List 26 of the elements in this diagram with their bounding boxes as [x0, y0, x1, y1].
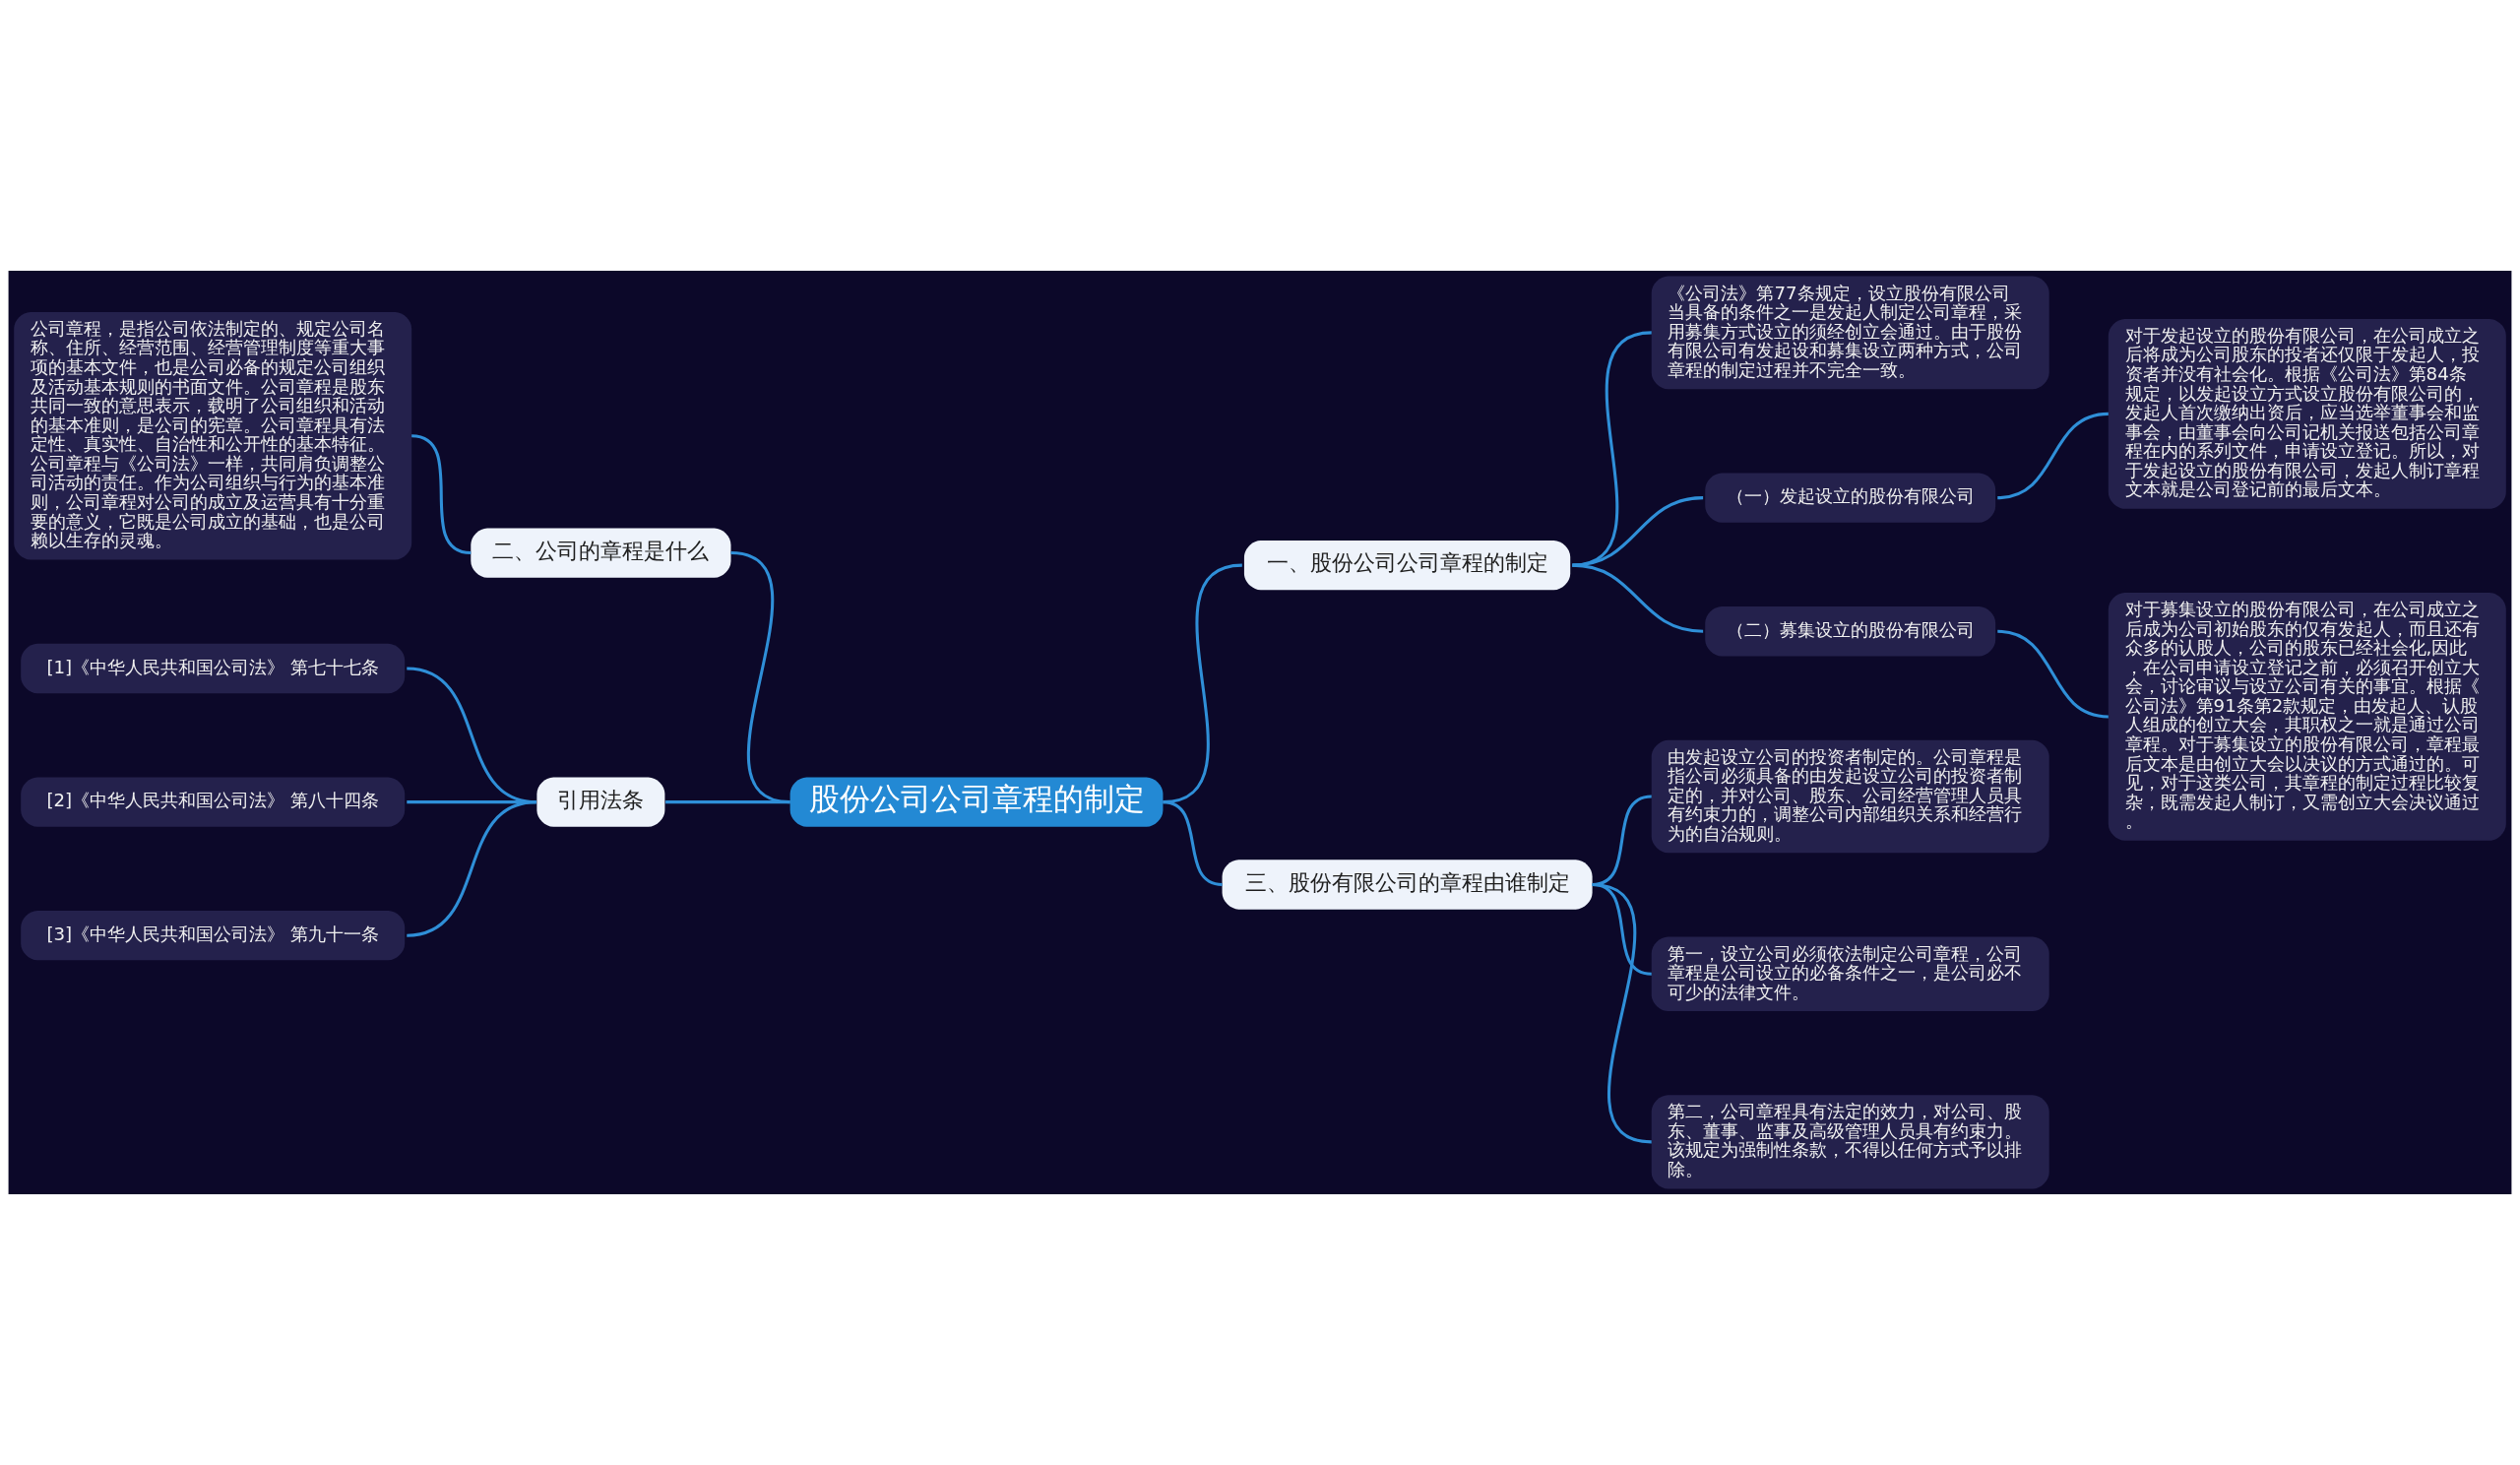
connector	[1592, 882, 1653, 1144]
node-box: 三、股份有限公司的章程由谁制定	[1222, 860, 1593, 910]
node-box: 由发起设立公司的投资者制定的。公司章程是指公司必须具备的由发起设立公司的投资者制定的，并对公司、股东、公司经营管理人员具有约束力的，调整公司内部组织关系和经营行为的自治规则。	[1651, 739, 2049, 854]
connector	[410, 434, 472, 555]
node-box: 第二，公司章程具有法定的效力，对公司、股东、董事、监事及高级管理人员具有约束力。该规定为强制性条款，不得以任何方式予以排除。	[1651, 1095, 2049, 1189]
connector	[1572, 496, 1704, 567]
node-box: 公司章程，是指公司依法制定的、规定公司名称、住所、经营范围、经营管理制度等重大事项的基本文件，也是公司必备的规定公司组织及活动基本规则的书面文件。公司章程是股东共同一致的意思表示，载明了公司组织和活动的基本准则，是公司的宪章。公司章程具有法定性、真实性、自治性和公开性的基本特征。公司章程与《公司法》一样，共同肩负调整公司活动的责任。作为公司组织与行为的基本准则，公司章程对公司的成立及运营具有十分重要的意义，它既是公司成立的基础，也是公司赖以生存的灵魂。	[14, 311, 412, 560]
node-box: 第一，设立公司必须依法制定公司章程，公司章程是公司设立的必备条件之一，是公司必不可少的法律文件。	[1651, 936, 2049, 1012]
node-box: [2]《中华人民共和国公司法》 第八十四条	[21, 777, 406, 827]
connector	[407, 800, 536, 937]
node-box: 股份公司公司章程的制定	[789, 777, 1164, 827]
connector	[1997, 412, 2109, 500]
node-box: 一、股份公司公司章程的制定	[1243, 541, 1571, 591]
node-box: （二）募集设立的股份有限公司	[1705, 606, 1996, 657]
connector	[665, 800, 790, 804]
node-box: 对于发起设立的股份有限公司，在公司成立之后将成为公司股东的投者还仅限于发起人，投资者并没有社会化。根据《公司法》第84条规定，以发起设立方式设立股份有限公司的，发起人首次缴纳出资后，应当选举董事会和监事会，由董事会向公司记机关报送包括公司章程在内的系列文件，申请设立登记。所以，对于发起设立的股份有限公司，发起人制订章程文本就是公司登记前的最后文本。	[2108, 318, 2506, 509]
connector	[1572, 563, 1704, 633]
node-box: 引用法条	[536, 777, 665, 827]
node-box: [3]《中华人民共和国公司法》 第九十一条	[21, 911, 406, 961]
node-box: 《公司法》第77条规定，设立股份有限公司当具备的条件之一是发起人制定公司章程，采用募集方式设立的须经创立会通过。由于股份有限公司有发起设和募集设立两种方式，公司章程的制定过程并不完全一致。	[1651, 276, 2049, 390]
connector	[1997, 629, 2109, 719]
node-box: [1]《中华人民共和国公司法》 第七十七条	[21, 643, 406, 694]
node-box: 二、公司的章程是什么	[471, 528, 731, 578]
connector	[1163, 800, 1223, 886]
node-box: （一）发起设立的股份有限公司	[1705, 473, 1996, 523]
node-box: 对于募集设立的股份有限公司，在公司成立之后成为公司初始股东的仅有发起人，而且还有众多的认股人，公司的股东已经社会化,因此，在公司申请设立登记之前，必须召开创立大会，讨论审议与设立公司有关的事宜。根据《公司法》第91条第2款规定，由发起人、认股人组成的创立大会，其职权之一就是通过公司章程。对于募集设立的股份有限公司，章程最后文本是由创立大会以决议的方式通过的。可见，对于这类公司，其章程的制定过程比较复杂，既需发起人制订，又需创立大会决议通过。	[2108, 593, 2506, 841]
